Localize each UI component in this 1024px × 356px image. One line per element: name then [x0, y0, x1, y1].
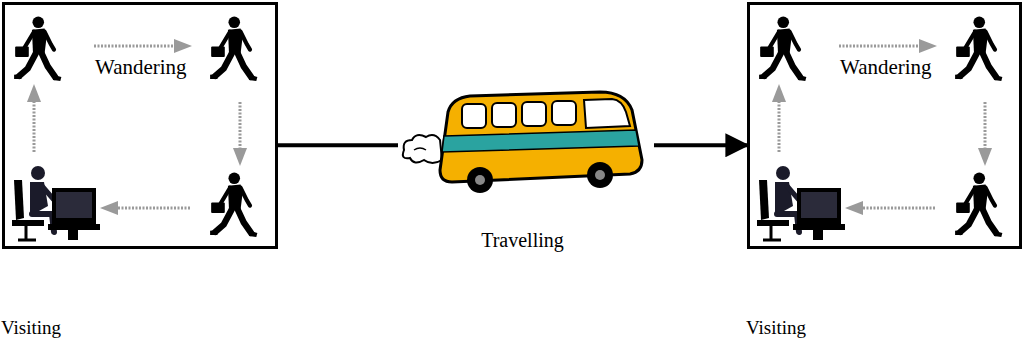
bus-illustration [398, 84, 654, 200]
connector-group [278, 145, 747, 146]
box-caption: Visiting [1, 317, 61, 339]
left-scene [12, 17, 257, 240]
right-scene [757, 17, 1002, 240]
box-caption: Visiting [746, 317, 806, 339]
scene-box: WanderingVisiting [2, 2, 278, 249]
travel-connector [278, 143, 747, 147]
edge-label: Travelling [481, 229, 564, 252]
activity-label: Wandering [95, 55, 187, 80]
scene-box: WanderingVisiting [747, 2, 1022, 249]
activity-label: Wandering [840, 55, 932, 80]
